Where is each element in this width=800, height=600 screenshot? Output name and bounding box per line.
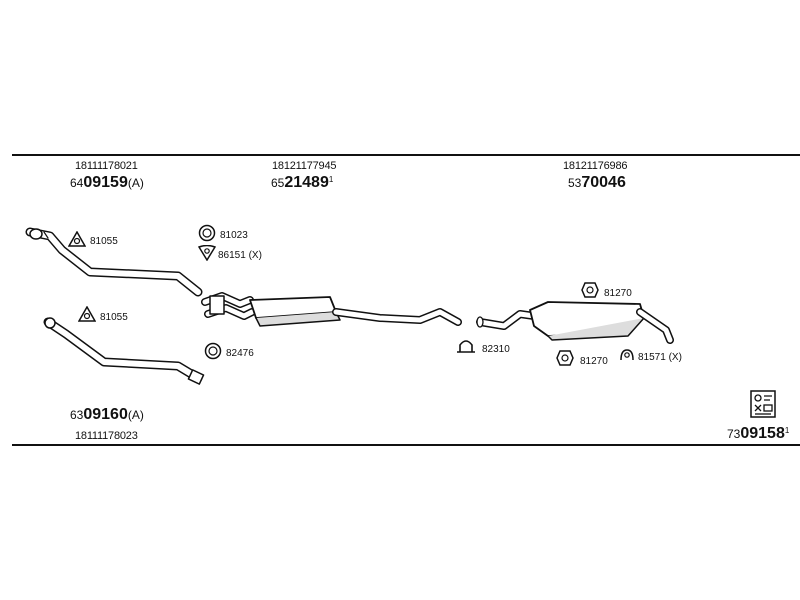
rear-silencer[interactable] [476,301,674,344]
part-prefix: 53 [568,176,582,190]
accessory-label: 81023 [220,230,248,241]
part-number-front-pipe[interactable]: 6409159(A) [70,174,144,192]
oe-number-front-pipe-2: 18111178023 [75,430,138,442]
part-prefix: 63 [70,408,84,422]
part-sup: 1 [328,175,334,184]
oe-number-middle-silencer: 18121177945 [272,160,337,172]
accessory-label: 81270 [580,356,608,367]
accessory-label: 81270 [604,288,632,299]
part-number-rear-silencer[interactable]: 5370046 [568,174,626,192]
heart-clamp-icon[interactable] [198,245,216,261]
accessory-label: 81055 [100,312,128,323]
mounting-kit-icon[interactable] [750,390,776,418]
kit-part-number[interactable]: 73091581 [727,425,789,443]
part-main: 21489 [284,174,329,191]
accessory-label: 82476 [226,348,254,359]
part-prefix: 73 [727,427,741,441]
rubber-mount-icon[interactable] [556,350,574,366]
triangle-gasket-icon[interactable] [68,231,86,247]
accessory-label: 81571 (X) [638,352,682,363]
part-prefix: 65 [271,176,285,190]
part-sup: 1 [784,426,790,435]
front-pipe-lower[interactable] [43,317,205,385]
pipe-clip-icon[interactable] [618,348,636,362]
part-prefix: 64 [70,176,84,190]
part-suffix: (A) [127,176,144,190]
clamp-icon[interactable] [456,338,476,354]
part-main: 09160 [83,406,128,423]
rubber-mount-icon[interactable] [581,282,599,298]
part-main: 09159 [83,174,128,191]
oe-number-front-pipe: 18111178021 [75,160,138,172]
part-number-front-pipe-2[interactable]: 6309160(A) [70,406,144,424]
part-number-middle-silencer[interactable]: 65214891 [271,174,333,192]
top-divider [12,154,800,156]
accessory-label: 82310 [482,344,510,355]
middle-silencer[interactable] [201,292,462,327]
part-main: 70046 [581,174,626,191]
bottom-divider [12,444,800,446]
accessory-label: 81055 [90,236,118,247]
part-main: 09158 [740,425,785,442]
part-suffix: (A) [127,408,144,422]
accessory-label: 86151 (X) [218,250,262,261]
ring-gasket-icon[interactable] [204,342,222,360]
front-pipe-upper[interactable] [25,227,203,297]
oe-number-rear-silencer: 18121176986 [563,160,628,172]
triangle-gasket-icon[interactable] [78,306,96,322]
ring-gasket-icon[interactable] [198,224,216,242]
